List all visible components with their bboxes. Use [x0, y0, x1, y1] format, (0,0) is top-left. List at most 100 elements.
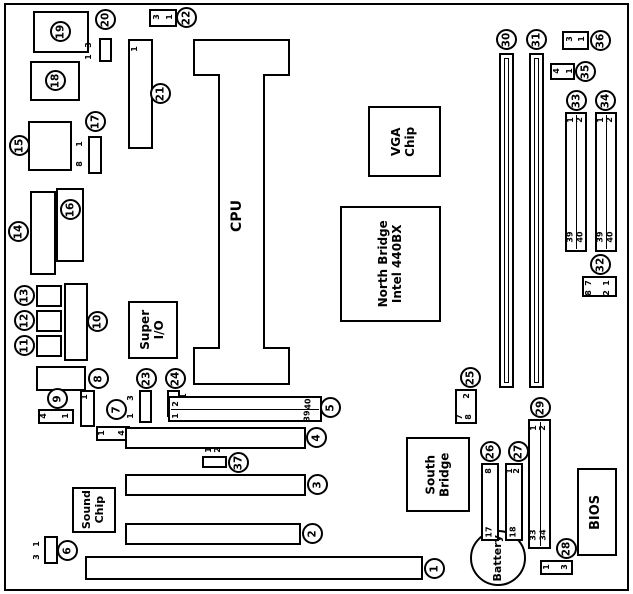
- component-box-13: [36, 285, 62, 307]
- callout-1: 1: [424, 558, 445, 579]
- callout-5: 5: [320, 397, 341, 418]
- callout-6: 6: [57, 540, 78, 561]
- pin-label: 1: [601, 280, 611, 286]
- header-20: [99, 38, 112, 62]
- callout-34: 34: [595, 90, 616, 111]
- super-io-label: Super: [138, 310, 153, 350]
- header-7-vertical: [80, 390, 95, 427]
- callout-23: 23: [136, 368, 157, 389]
- board-outline: [4, 3, 629, 591]
- pin-label: 1: [125, 413, 135, 419]
- header-9: [38, 409, 74, 424]
- callout-8: 8: [88, 368, 109, 389]
- pin-label: 1: [83, 54, 93, 60]
- pin-label: 40: [605, 231, 615, 243]
- battery: Battery: [470, 530, 526, 586]
- pin-label: 1: [576, 36, 586, 42]
- callout-37: 37: [228, 452, 249, 473]
- pin-label: 1: [541, 564, 551, 570]
- dimm-slot-31: [529, 53, 544, 388]
- bios-label: BIOS: [588, 494, 604, 530]
- callout-32: 32: [590, 254, 611, 275]
- pin-label: 39: [565, 231, 575, 243]
- south-bridge-label-2: Bridge: [437, 452, 451, 497]
- callout-12: 12: [14, 310, 35, 331]
- callout-25: 25: [460, 367, 481, 388]
- callout-22: 22: [176, 7, 197, 28]
- north-bridge-label-2: Intel 440BX: [389, 224, 404, 304]
- sound-chip-label-2: Chip: [92, 496, 106, 524]
- callout-24: 24: [165, 368, 186, 389]
- pin-label: 4: [551, 68, 561, 74]
- component-box-8: [36, 366, 86, 391]
- pin-label: 3: [564, 36, 574, 42]
- pin-label: 7: [454, 414, 464, 420]
- pin-label: 1: [79, 394, 89, 400]
- pin-label: 2: [170, 401, 180, 407]
- pin-label: 1: [31, 541, 41, 547]
- pin-label: 2: [461, 393, 471, 399]
- header-32: [582, 276, 617, 297]
- header-28: [540, 560, 573, 575]
- pin-label: 3: [125, 395, 135, 401]
- pin-label: 1: [60, 413, 70, 419]
- cpu-slot: CPU: [193, 39, 290, 385]
- header-23: [139, 390, 152, 423]
- callout-30: 30: [496, 29, 517, 50]
- south-bridge-chip: South Bridge: [406, 437, 470, 512]
- connector-26: [481, 463, 499, 541]
- callout-16: 16: [60, 199, 81, 220]
- pin-label: 2: [212, 447, 222, 453]
- component-box-11: [36, 335, 62, 357]
- battery-label: Battery: [490, 534, 504, 582]
- callout-29: 29: [530, 397, 551, 418]
- pin-label: 33: [528, 529, 538, 541]
- callout-13: 13: [14, 285, 35, 306]
- callout-36: 36: [590, 30, 611, 51]
- callout-33: 33: [566, 90, 587, 111]
- dimm-slot-30: [499, 53, 514, 388]
- pin-label: 1: [164, 14, 174, 20]
- pin-label: 1: [74, 141, 84, 147]
- callout-21: 21: [150, 83, 171, 104]
- pin-label: 39: [302, 410, 312, 422]
- power-connector-21: [128, 39, 153, 149]
- pin-label: 8: [483, 468, 493, 474]
- expansion-slot-2: [125, 523, 301, 545]
- callout-7: 7: [106, 399, 127, 420]
- pin-label: 1: [565, 117, 575, 123]
- bios-chip: BIOS: [577, 468, 617, 556]
- pin-label: 1: [129, 46, 139, 52]
- callout-11: 11: [14, 335, 35, 356]
- pin-label: 4: [116, 430, 126, 436]
- connector-27: [505, 463, 523, 541]
- pin-label: 40: [303, 398, 313, 410]
- connector-34: [595, 112, 617, 252]
- pin-label: 2: [537, 425, 547, 431]
- callout-28: 28: [556, 538, 577, 559]
- callout-2: 2: [302, 523, 323, 544]
- pin-label: 2: [604, 117, 614, 123]
- ide-connector-5: [168, 396, 322, 422]
- callout-10: 10: [87, 311, 108, 332]
- vga-chip-label-2: Chip: [403, 126, 418, 157]
- pin-label: 40: [575, 231, 585, 243]
- expansion-slot-4: [125, 427, 306, 449]
- pin-label: 1: [96, 430, 106, 436]
- header-37: [202, 456, 227, 468]
- pin-label: 1: [178, 393, 188, 399]
- north-bridge-label: North Bridge: [375, 220, 390, 308]
- component-box-14: [30, 191, 56, 275]
- pin-label: 8: [463, 414, 473, 420]
- pin-label: 1: [203, 447, 213, 453]
- callout-14: 14: [8, 221, 29, 242]
- component-box-15: [28, 121, 72, 171]
- pin-label: 18: [508, 526, 518, 538]
- pin-label: 1: [564, 68, 574, 74]
- pin-label: 39: [595, 231, 605, 243]
- pin-label: 8: [583, 290, 593, 296]
- pin-label: 17: [484, 526, 494, 538]
- expansion-slot-3: [125, 474, 306, 496]
- callout-18: 18: [45, 70, 66, 91]
